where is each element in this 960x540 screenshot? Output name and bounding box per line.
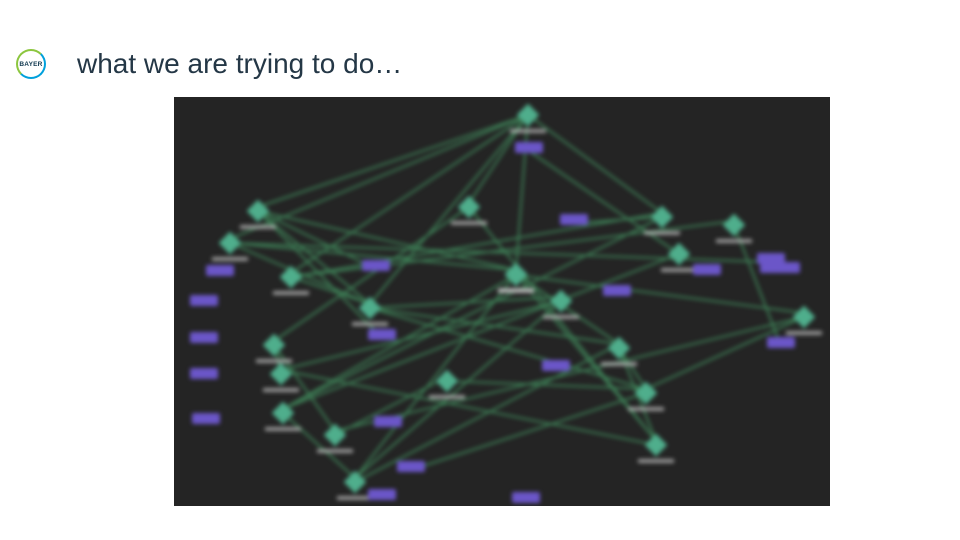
graph-edge <box>527 114 663 214</box>
graph-edge <box>229 114 529 240</box>
bayer-logo: BAYER <box>16 49 46 79</box>
graph-entity-node <box>560 214 588 225</box>
graph-entity-node <box>757 253 785 264</box>
graph-entity-node <box>603 285 631 296</box>
graph-edge <box>290 276 371 305</box>
graph-node-label <box>510 129 546 133</box>
graph-concept-node <box>457 195 481 219</box>
graph-edge <box>468 206 657 442</box>
graph-edge <box>282 274 517 410</box>
graph-node-label <box>601 362 637 366</box>
graph-edge <box>354 343 620 483</box>
graph-edge <box>369 296 562 309</box>
graph-edge <box>282 216 663 410</box>
graph-node-label <box>317 449 353 453</box>
graph-node-label <box>498 289 534 293</box>
graph-edge <box>334 316 805 432</box>
graph-edge <box>573 216 663 224</box>
slide-title: what we are trying to do… <box>77 48 403 79</box>
graph-entity-node <box>515 142 543 153</box>
graph-edge <box>618 347 647 390</box>
graph-edge <box>257 210 517 271</box>
graph-entity-node <box>190 332 218 343</box>
graph-node-label <box>638 459 674 463</box>
graph-node-label <box>212 257 248 261</box>
graph-concept-node <box>634 381 658 405</box>
graph-entity-node <box>190 368 218 379</box>
graph-node-label <box>265 427 301 431</box>
graph-canvas <box>190 103 822 503</box>
graph-edge <box>290 212 663 278</box>
graph-concept-node <box>667 242 691 266</box>
graph-edge <box>733 224 782 347</box>
graph-concept-node <box>262 333 286 357</box>
graph-entity-node <box>767 337 795 348</box>
graph-edge <box>257 114 529 208</box>
graph-concept-node <box>323 423 347 447</box>
graph-entity-node <box>693 264 721 275</box>
graph-entity-node <box>512 492 540 503</box>
graph-edge <box>410 392 647 471</box>
graph-entity-node <box>368 489 396 500</box>
graph-edge <box>354 300 562 479</box>
graph-node-label <box>352 322 388 326</box>
graph-concept-node <box>792 305 816 329</box>
graph-node-label <box>273 291 309 295</box>
graph-node-label <box>451 221 487 225</box>
graph-concept-node <box>279 265 303 289</box>
graph-edge <box>280 369 657 446</box>
graph-edge <box>369 114 529 305</box>
graph-entity-node <box>368 329 396 340</box>
graph-node-label <box>337 496 373 500</box>
graph-node-label <box>644 231 680 235</box>
graph-edge <box>229 242 371 305</box>
graph-node-label <box>628 407 664 411</box>
graph-edge <box>282 412 356 479</box>
graph-edge <box>645 316 805 390</box>
graph-entity-node <box>397 461 425 472</box>
graph-edge <box>257 210 383 339</box>
graph-node-label <box>543 315 579 319</box>
graph-node-label <box>429 395 465 399</box>
graph-node-label <box>661 268 697 272</box>
graph-edge <box>273 206 470 342</box>
graph-node-label <box>786 331 822 335</box>
logo-text: BAYER <box>19 61 43 68</box>
knowledge-graph-image <box>174 97 830 506</box>
graph-edge <box>515 274 805 314</box>
graph-edge <box>280 300 562 371</box>
graph-entity-node <box>206 265 234 276</box>
graph-node-label <box>716 239 752 243</box>
graph-node-label <box>256 359 292 363</box>
graph-entity-node <box>192 413 220 424</box>
graph-edge <box>334 376 448 436</box>
graph-edge <box>515 114 529 271</box>
graph-edge <box>515 273 620 345</box>
graph-edge <box>229 242 517 271</box>
graph-concept-node <box>650 205 674 229</box>
graph-edge <box>257 210 377 270</box>
graph-node-label <box>263 388 299 392</box>
graph-concept-node <box>435 369 459 393</box>
graph-edge <box>528 150 680 255</box>
graph-concept-node <box>343 470 367 494</box>
graph-entity-node <box>542 360 570 371</box>
graph-edge <box>446 380 647 390</box>
graph-concept-node <box>644 433 668 457</box>
graph-edge <box>282 253 680 410</box>
graph-entity-node <box>190 295 218 306</box>
graph-concept-node <box>607 336 631 360</box>
graph-entity-node <box>374 416 402 427</box>
graph-concept-node <box>722 213 746 237</box>
graph-entity-node <box>760 262 788 273</box>
graph-entity-node <box>362 260 390 271</box>
graph-node-label <box>240 225 276 229</box>
graph-edge <box>354 273 517 479</box>
